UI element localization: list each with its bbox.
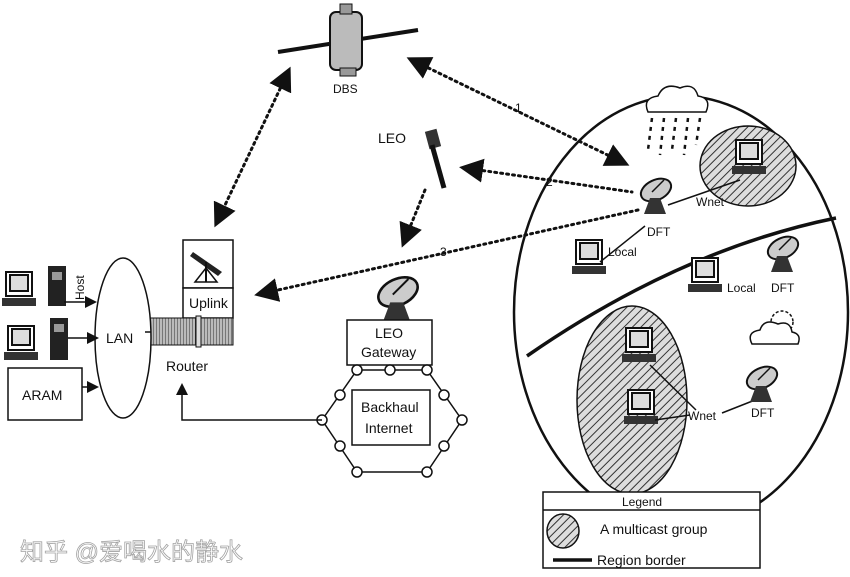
dbs-label: DBS	[333, 82, 358, 96]
link-1-label: 1	[515, 101, 522, 115]
coverage-region	[512, 94, 850, 530]
backhaul-router-link	[176, 383, 322, 421]
backhaul-label-1: Backhaul	[361, 399, 419, 415]
dft-label-bottom: DFT	[751, 406, 775, 420]
wnet-computer-top	[731, 139, 767, 175]
dbs-uplink-link	[213, 66, 292, 228]
dft-label-right: DFT	[771, 281, 795, 295]
uplink-label: Uplink	[189, 295, 229, 311]
region-border	[526, 216, 837, 358]
wnet-label-bottom: Wnet	[688, 409, 717, 423]
leo-gateway-label-1: LEO	[375, 325, 403, 341]
router-label: Router	[166, 358, 208, 374]
legend-region-label: Region border	[597, 552, 686, 568]
dbs-satellite-icon	[277, 3, 419, 77]
wnet-label-top: Wnet	[696, 195, 725, 209]
gateway-dish-icon	[372, 270, 424, 325]
aram-box	[7, 367, 83, 421]
rain-cloud-icon	[645, 85, 709, 156]
lan-label: LAN	[106, 330, 133, 346]
local-computer-left	[571, 239, 607, 275]
leo-gateway-label-2: Gateway	[361, 344, 416, 360]
local-computer-right	[687, 257, 723, 293]
link-2-label: 2	[546, 175, 553, 189]
sun-cloud-icon	[749, 310, 800, 345]
backhaul-label-2: Internet	[365, 420, 413, 436]
host-computer-1	[1, 266, 66, 307]
host-computer-2	[3, 318, 68, 361]
local-label-left: Local	[608, 245, 637, 259]
legend-title: Legend	[622, 495, 662, 509]
link-3-label: 3	[440, 245, 447, 259]
watermark: 知乎 @爱喝水的静水	[20, 539, 243, 566]
router-icon	[144, 317, 234, 346]
wnet-computer-bottom-2	[623, 389, 659, 425]
dft-dish-right	[763, 231, 803, 273]
local-label-right: Local	[727, 281, 756, 295]
leo-satellite-icon	[424, 128, 447, 189]
dbs-dft-link	[406, 57, 630, 166]
host-label: Host	[73, 275, 87, 300]
legend	[542, 491, 761, 569]
leo-label: LEO	[378, 130, 406, 146]
legend-multicast-label: A multicast group	[600, 521, 708, 537]
wnet-computer-bottom-1	[621, 327, 657, 363]
dft-label-top: DFT	[647, 225, 671, 239]
leo-gateway-link	[399, 188, 427, 248]
uplink-dish-icon	[190, 252, 222, 283]
leo-gateway-box	[346, 319, 433, 366]
aram-label: ARAM	[22, 387, 62, 403]
dft-dish-top	[636, 173, 676, 215]
dft-uplink-link	[254, 208, 640, 302]
dft-dish-bottom	[742, 361, 782, 403]
legend-multicast-swatch	[546, 513, 580, 549]
